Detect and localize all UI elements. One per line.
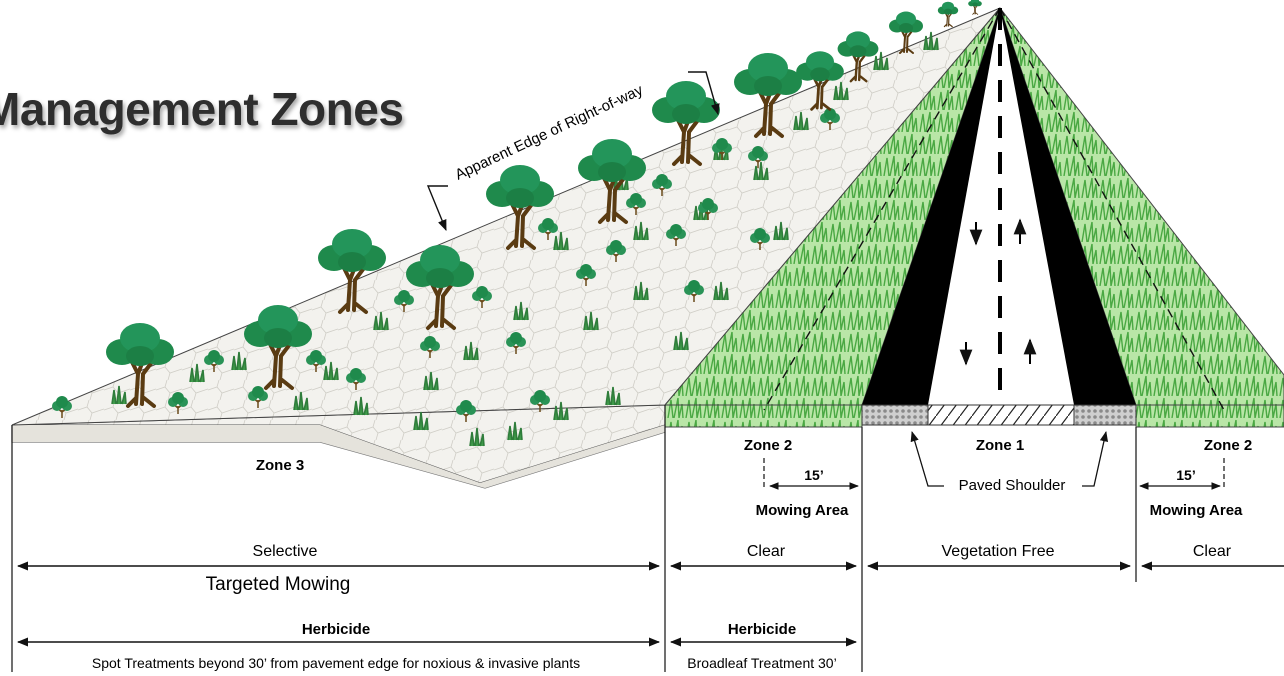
zone2-right-label: Zone 2 bbox=[1204, 437, 1252, 454]
herbicide-left-label: Herbicide bbox=[302, 621, 370, 638]
spot-treatments-label: Spot Treatments beyond 30’ from pavement… bbox=[92, 655, 580, 671]
targeted-mowing-label: Targeted Mowing bbox=[206, 574, 351, 595]
distance-right-label: 15’ bbox=[1176, 467, 1195, 483]
clear-right-label: Clear bbox=[1193, 543, 1232, 560]
zone2-left-label: Zone 2 bbox=[744, 437, 792, 454]
paved-shoulder-label: Paved Shoulder bbox=[959, 477, 1066, 494]
mowing-area-left-label: Mowing Area bbox=[756, 502, 849, 519]
broadleaf-treatment-label: Broadleaf Treatment 30’ bbox=[687, 655, 836, 671]
zone1-label: Zone 1 bbox=[976, 437, 1024, 454]
selective-label: Selective bbox=[253, 543, 318, 560]
distance-left-label: 15’ bbox=[804, 467, 823, 483]
zone3-label: Zone 3 bbox=[256, 457, 304, 474]
herbicide-right-label: Herbicide bbox=[728, 621, 796, 638]
clear-left-label: Clear bbox=[747, 543, 786, 560]
mowing-area-right-label: Mowing Area bbox=[1150, 502, 1243, 519]
vegetation-free-label: Vegetation Free bbox=[942, 543, 1055, 560]
